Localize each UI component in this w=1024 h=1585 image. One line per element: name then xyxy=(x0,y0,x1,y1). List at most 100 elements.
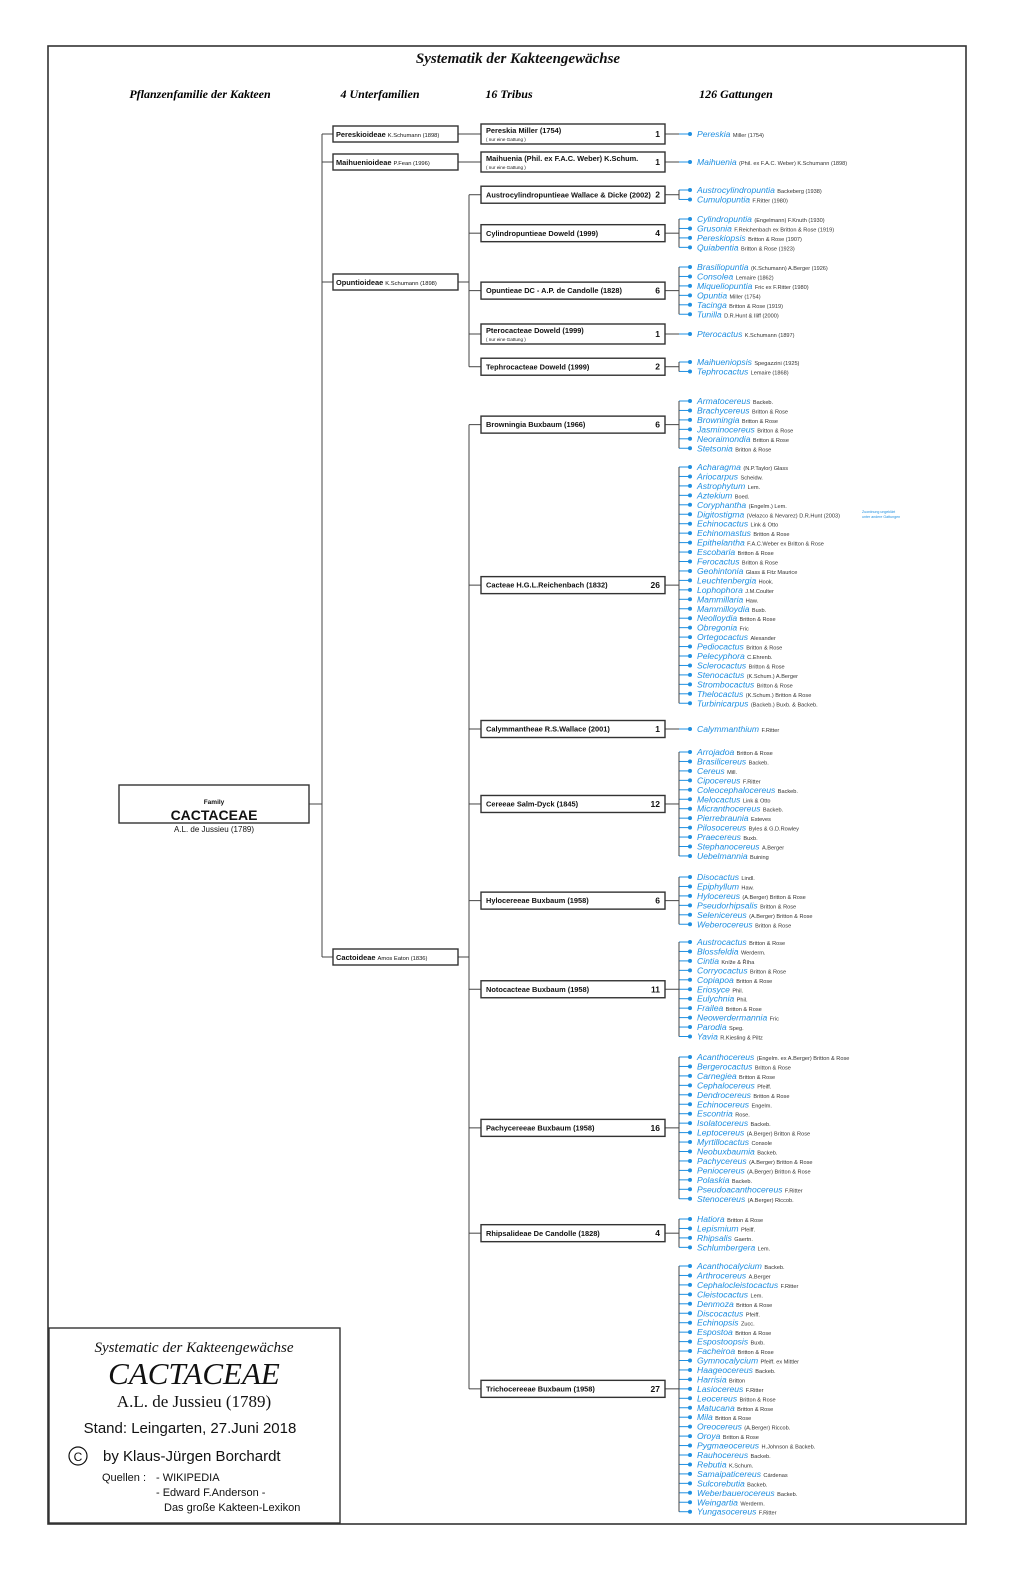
genus-author: Backeberg (1938) xyxy=(777,189,822,195)
genus-calymmanthium: Calymmanthium F.Ritter xyxy=(697,724,779,734)
genus-author: J.M.Coulter xyxy=(745,589,774,595)
tribe-note: ( nur eine Gattung ) xyxy=(486,337,526,342)
genus-dot xyxy=(688,903,692,908)
genus-melocactus: Melocactus Link & Otto xyxy=(697,794,771,804)
tribe-genus-count: 2 xyxy=(655,190,660,200)
genus-weberocereus: Weberocereus Britton & Rose xyxy=(697,919,791,929)
genus-geohintonia: Geohintonia Glass & Fitz Maurice xyxy=(697,566,797,576)
genus-polaskia: Polaskia Backeb. xyxy=(697,1175,753,1185)
genus-dot xyxy=(688,587,692,592)
genus-dot xyxy=(688,160,692,164)
tribe-genus-count: 2 xyxy=(655,362,660,372)
genus-pereskiopsis: Pereskiopsis Britton & Rose (1907) xyxy=(697,233,802,243)
subfamily-opuntioideae: Opuntioideae K.Schumann (1898) xyxy=(332,273,459,291)
genus-dot xyxy=(688,1462,692,1467)
genus-dot xyxy=(688,502,692,507)
genus-praecereus: Praecereus Buxb. xyxy=(697,832,758,842)
genus-dot xyxy=(688,360,692,364)
genus-author: Britton & Rose xyxy=(726,1007,762,1013)
genus-author: Britton & Rose xyxy=(742,419,778,425)
genus-author: Britton & Rose xyxy=(736,1303,772,1309)
genus-acanthocalycium: Acanthocalycium Backeb. xyxy=(696,1261,785,1271)
genus-armatocereus: Armatocereus Backeb. xyxy=(696,396,774,406)
genus-author: Britton & Rose xyxy=(723,1435,759,1441)
genus-author: Zucc. xyxy=(741,1322,755,1328)
genus-author: Byles & G.D.Rowley xyxy=(749,827,800,833)
legend-author-credit: by Klaus-Jürgen Borchardt xyxy=(103,1448,281,1465)
genus-author: Britton & Rose xyxy=(740,1397,776,1403)
tribe-box xyxy=(480,891,666,910)
genus-author: Boed. xyxy=(735,494,750,500)
tribe-genus-count: 12 xyxy=(651,799,661,809)
genus-austrocylindropuntia: Austrocylindropuntia Backeberg (1938) xyxy=(696,185,822,195)
genus-dot xyxy=(688,197,692,202)
genus-ferocactus: Ferocactus Britton & Rose xyxy=(697,557,778,567)
genus-dot xyxy=(688,1102,692,1107)
tribe-pterocacteae: Pterocacteae Doweld (1999) ( nur eine Gat… xyxy=(480,323,666,345)
genus-stephanocereus: Stephanocereus A.Berger xyxy=(697,842,784,852)
genus-micranthocereus: Micranthocereus Backeb. xyxy=(697,804,784,814)
genus-mila: Mila Britton & Rose xyxy=(697,1412,751,1422)
legend-family-name: CACTACEAE xyxy=(108,1356,280,1391)
genus-author: A.Berger xyxy=(762,846,784,852)
tribe-name: Hylocereeae Buxbaum (1958) xyxy=(486,896,589,905)
genus-author: Scheidw. xyxy=(740,475,763,481)
subfamily-maihuenioideae: Maihuenioideae P.Fean (1996) xyxy=(332,153,459,171)
genus-grusonia: Grusonia F.Reichenbach ex Britton & Rose… xyxy=(697,223,834,233)
genus-author: Alexander xyxy=(751,636,776,642)
genus-author: F.Ritter xyxy=(761,728,779,734)
genus-yavia: Yavia R.Kiesling & Piltz xyxy=(697,1032,763,1042)
subfamily-box xyxy=(332,153,459,171)
tribe-column: Pereskia Miller (1754)( nur eine Gattung… xyxy=(480,123,666,1399)
genus-author: R.Kiesling & Piltz xyxy=(720,1036,763,1042)
genus-dot xyxy=(688,893,692,898)
tribe-genus-count: 1 xyxy=(655,129,660,139)
genus-hylocereus: Hylocereus (A.Berger) Britton & Rose xyxy=(697,891,806,901)
tribe-name: Tephrocacteae Doweld (1999) xyxy=(486,362,590,371)
genus-echinocactus: Echinocactus Link & Otto xyxy=(697,519,778,529)
genus-author: (A.Berger) Britton & Rose xyxy=(749,914,812,920)
genus-quiabentia: Quiabentia Britton & Rose (1923) xyxy=(697,242,795,252)
genus-blossfeldia: Blossfeldia Werderm. xyxy=(697,946,766,956)
diagram-frame xyxy=(47,45,967,1525)
genus-aztekium: Aztekium Boed. xyxy=(696,490,750,500)
subfamily-name: Pereskioideae K.Schumann (1898) xyxy=(336,130,439,139)
genus-espostoopsis: Espostoopsis Buxb. xyxy=(697,1337,765,1347)
genus-dot xyxy=(688,474,692,479)
genus-author: F.Ritter xyxy=(781,1284,799,1290)
genus-pseudoacanthocereus: Pseudoacanthocereus F.Ritter xyxy=(697,1184,803,1194)
genus-neolloydia: Neolloydia Britton & Rose xyxy=(697,613,776,623)
genus-author: Backeb. xyxy=(732,1179,753,1185)
genus-author: Pfeiff. ex Mittler xyxy=(761,1360,800,1366)
genus-author: F.Ritter xyxy=(746,1388,764,1394)
genus-dot xyxy=(688,568,692,573)
tribe-genus-count: 6 xyxy=(655,896,660,906)
genus-author: Mill. xyxy=(727,770,737,776)
genus-cleistocactus: Cleistocactus Lem. xyxy=(697,1289,763,1299)
genus-author: Rose. xyxy=(735,1113,750,1119)
genus-cintia: Cintia Kníže & Říha xyxy=(697,956,755,966)
genus-dot xyxy=(688,427,692,432)
header-genera: 126 Gattungen xyxy=(699,87,773,101)
genus-author: Spegazzini (1925) xyxy=(754,361,799,367)
genus-author: (K.Schum.) A.Berger xyxy=(747,674,798,680)
tribe-name: Maihuenia (Phil. ex F.A.C. Weber) K.Schu… xyxy=(486,154,638,163)
genus-author: Backeb. xyxy=(747,1482,768,1488)
tribe-name: Pterocacteae Doweld (1999) xyxy=(486,326,584,335)
tribe-box xyxy=(480,223,666,243)
genus-parodia: Parodia Speg. xyxy=(697,1022,744,1032)
genus-dot xyxy=(688,332,692,336)
genus-dot xyxy=(688,512,692,517)
genus-dot xyxy=(688,1282,692,1287)
tribe-cereeae: Cereeae Salm-Dyck (1845)12 xyxy=(480,794,666,814)
genus-dot xyxy=(688,465,692,469)
genus-author: Console xyxy=(751,1141,772,1147)
genus-mammillaria: Mammillaria Haw. xyxy=(697,594,759,604)
genus-stetsonia: Stetsonia Britton & Rose xyxy=(697,443,771,453)
genus-dot xyxy=(688,408,692,413)
genus-selenicereus: Selenicereus (A.Berger) Britton & Rose xyxy=(697,910,813,920)
genus-pierrebraunia: Pierrebraunia Esteves xyxy=(697,813,771,823)
genus-disocactus: Disocactus Lindl. xyxy=(697,872,755,882)
legend-date: Stand: Leingarten, 27.Juni 2018 xyxy=(84,1420,297,1437)
genus-author: Britton & Rose xyxy=(737,751,773,757)
